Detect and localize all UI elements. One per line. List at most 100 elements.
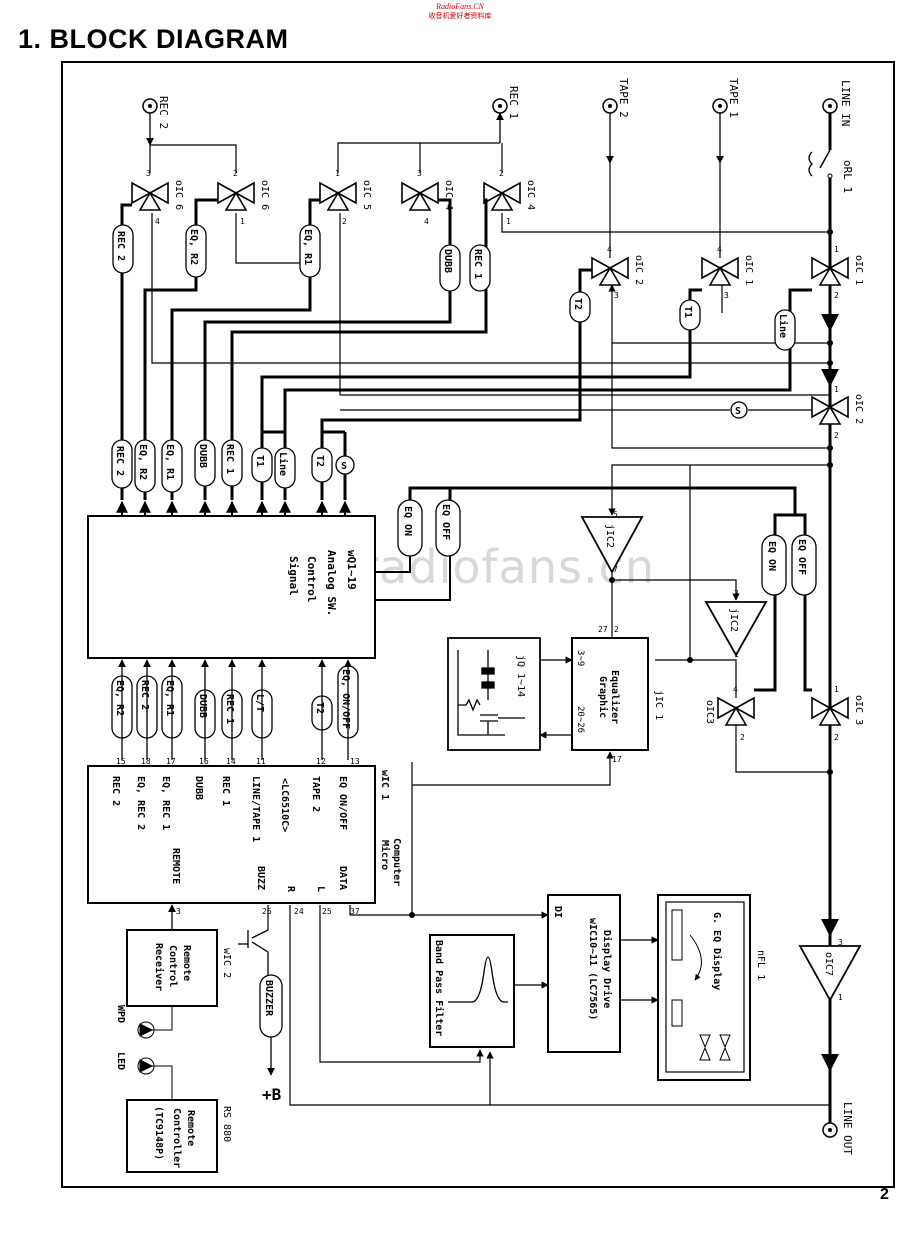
mc-port-tape2: TAPE 2 bbox=[310, 776, 321, 812]
pin: 4 bbox=[424, 217, 429, 226]
pin: 7 bbox=[613, 565, 618, 574]
pill-eq-r2-top bbox=[185, 224, 207, 278]
pill-rec1 bbox=[221, 439, 243, 487]
text-dubb-low: DUBB bbox=[197, 694, 208, 718]
text-dubb: DUBB bbox=[197, 444, 208, 468]
pill-t2-top bbox=[569, 291, 591, 323]
geq-line2: Equalizer bbox=[609, 670, 621, 724]
pill-dubb-top bbox=[439, 244, 461, 292]
jack-label-rec1: REC 1 bbox=[507, 86, 520, 119]
bpf-label: Band Pass Filter bbox=[433, 940, 445, 1036]
text-rec2: REC 2 bbox=[114, 446, 125, 476]
pin: 18 bbox=[141, 757, 151, 766]
pin: 3 bbox=[724, 291, 729, 300]
text-t1-top: T1 bbox=[682, 306, 693, 318]
site-name: RadioFans.CN bbox=[436, 2, 484, 11]
analog-sw-line2: Control bbox=[305, 556, 318, 602]
label-oic1b: oIC 1 bbox=[853, 255, 864, 285]
label-oic4a: oIC 4 bbox=[443, 180, 454, 210]
jack-line-in: LINE IN bbox=[822, 80, 852, 126]
jack-line-out: LINE OUT bbox=[822, 1080, 854, 1155]
text-buzzer: BUZZER bbox=[263, 980, 274, 1017]
page-title: 1. BLOCK DIAGRAM bbox=[18, 24, 289, 54]
mc-port-eq-onoff: EQ ON/OFF bbox=[337, 776, 348, 830]
label-oic6a: oIC 6 bbox=[173, 180, 184, 210]
amp-jic2-upper: jIC2 bbox=[580, 516, 644, 574]
text-lt-low: L/T bbox=[254, 694, 265, 712]
rc-line1: Remote bbox=[185, 1110, 196, 1146]
label-oic3a: oIC3 bbox=[704, 700, 715, 724]
relay-label: oRL 1 bbox=[841, 160, 854, 193]
mc-port-rec1: REC 1 bbox=[220, 776, 231, 806]
amp-label-oic7: oIC7 bbox=[823, 952, 834, 976]
pill-line bbox=[274, 447, 296, 489]
rrx-ref: wIC 2 bbox=[221, 948, 232, 978]
text-s: S bbox=[341, 461, 347, 472]
text-dubb-top: DUBB bbox=[442, 249, 453, 273]
page-number: 2 bbox=[880, 1186, 889, 1203]
geq-ref: jIC 1 bbox=[653, 690, 664, 720]
pin: 27 bbox=[598, 625, 608, 634]
pin: 2 bbox=[233, 169, 238, 178]
jack-label-line-out: LINE OUT bbox=[841, 1102, 854, 1155]
label-oic1a: oIC 1 bbox=[743, 255, 754, 285]
mc-port-line-tape1: LINE/TAPE 1 bbox=[250, 776, 261, 842]
label-oic6b: oIC 6 bbox=[259, 180, 270, 210]
pin: 15 bbox=[116, 757, 126, 766]
analog-sw-line1: Analog SW. bbox=[325, 550, 338, 616]
junction-dots bbox=[409, 229, 833, 918]
jq-transistor-block: jQ 1~14 bbox=[447, 637, 541, 751]
mc-label1: Micro bbox=[379, 840, 391, 870]
text-line-top: Line bbox=[777, 314, 789, 338]
analog-sw-ref: wQ1~19 bbox=[345, 550, 358, 590]
pill-t1 bbox=[251, 447, 273, 483]
graphic-eq-block: Graphic Equalizer 3~9 20~26 jIC 1 bbox=[571, 637, 664, 751]
text-eq-r2: EQ, R2 bbox=[137, 444, 148, 480]
text-eq-r2-top: EQ, R2 bbox=[188, 229, 199, 265]
pin: 2 bbox=[614, 625, 619, 634]
jack-rec2: REC 2 bbox=[142, 96, 170, 129]
band-pass-filter-block: Band Pass Filter bbox=[429, 934, 515, 1048]
pin: 26 bbox=[262, 907, 272, 916]
text-eq-r1-low: EQ, R1 bbox=[164, 680, 175, 716]
pill-rec2 bbox=[111, 439, 133, 489]
pin: 11 bbox=[256, 757, 266, 766]
pin: 4 bbox=[155, 217, 160, 226]
pill-eq-on-right bbox=[761, 534, 787, 596]
pill-s-right bbox=[730, 401, 748, 419]
amp-label-jic2b: jIC2 bbox=[728, 608, 739, 632]
switch-oic4-rec1 bbox=[483, 181, 521, 211]
label-oic5: oIC 5 bbox=[361, 180, 372, 210]
display-drive-block: DI wIC10~11 (LC7565) Display Drive bbox=[547, 894, 621, 1053]
jack-rec1: REC 1 bbox=[492, 86, 520, 119]
switch-oic4-dubb bbox=[401, 181, 439, 211]
pin: 1 bbox=[834, 245, 839, 254]
geq-line1: Graphic bbox=[597, 676, 609, 718]
pin: 2 bbox=[499, 169, 504, 178]
pin: 1 bbox=[838, 993, 843, 1002]
eq-display-block: G. EQ Display nFL 1 bbox=[657, 894, 766, 1081]
pin: 3 bbox=[614, 291, 619, 300]
pill-rec1-top bbox=[469, 244, 491, 292]
rc-ref: RS 880 bbox=[221, 1106, 232, 1142]
display-label: G. EQ Display bbox=[711, 912, 723, 990]
text-rec2-top: REC 2 bbox=[115, 231, 126, 261]
pill-eq-on bbox=[397, 499, 423, 557]
pin: 13 bbox=[350, 757, 360, 766]
mc-label2: Computer bbox=[391, 838, 402, 886]
rrx-line2: Control bbox=[167, 945, 178, 987]
text-eq-r1-top: EQ, R1 bbox=[302, 229, 313, 265]
pin: 17 bbox=[612, 755, 622, 764]
jack-label-tape2: TAPE 2 bbox=[617, 78, 630, 118]
led-emitter: LED bbox=[115, 1052, 173, 1100]
remote-controller-block: Remote Controller (TC9148P) RS 880 bbox=[126, 1099, 232, 1173]
diagram-frame bbox=[61, 61, 895, 1188]
pin: 3 bbox=[417, 169, 422, 178]
text-t2-top: T2 bbox=[572, 298, 583, 310]
pin: 37 bbox=[350, 907, 360, 916]
mc-ref: wIC 1 bbox=[379, 770, 390, 800]
pill-eq-r1 bbox=[161, 439, 183, 493]
pin: 16 bbox=[199, 757, 209, 766]
mc-port-eq-rec2: EQ, REC 2 bbox=[135, 776, 146, 830]
pill-eq-r1-top bbox=[299, 224, 321, 278]
